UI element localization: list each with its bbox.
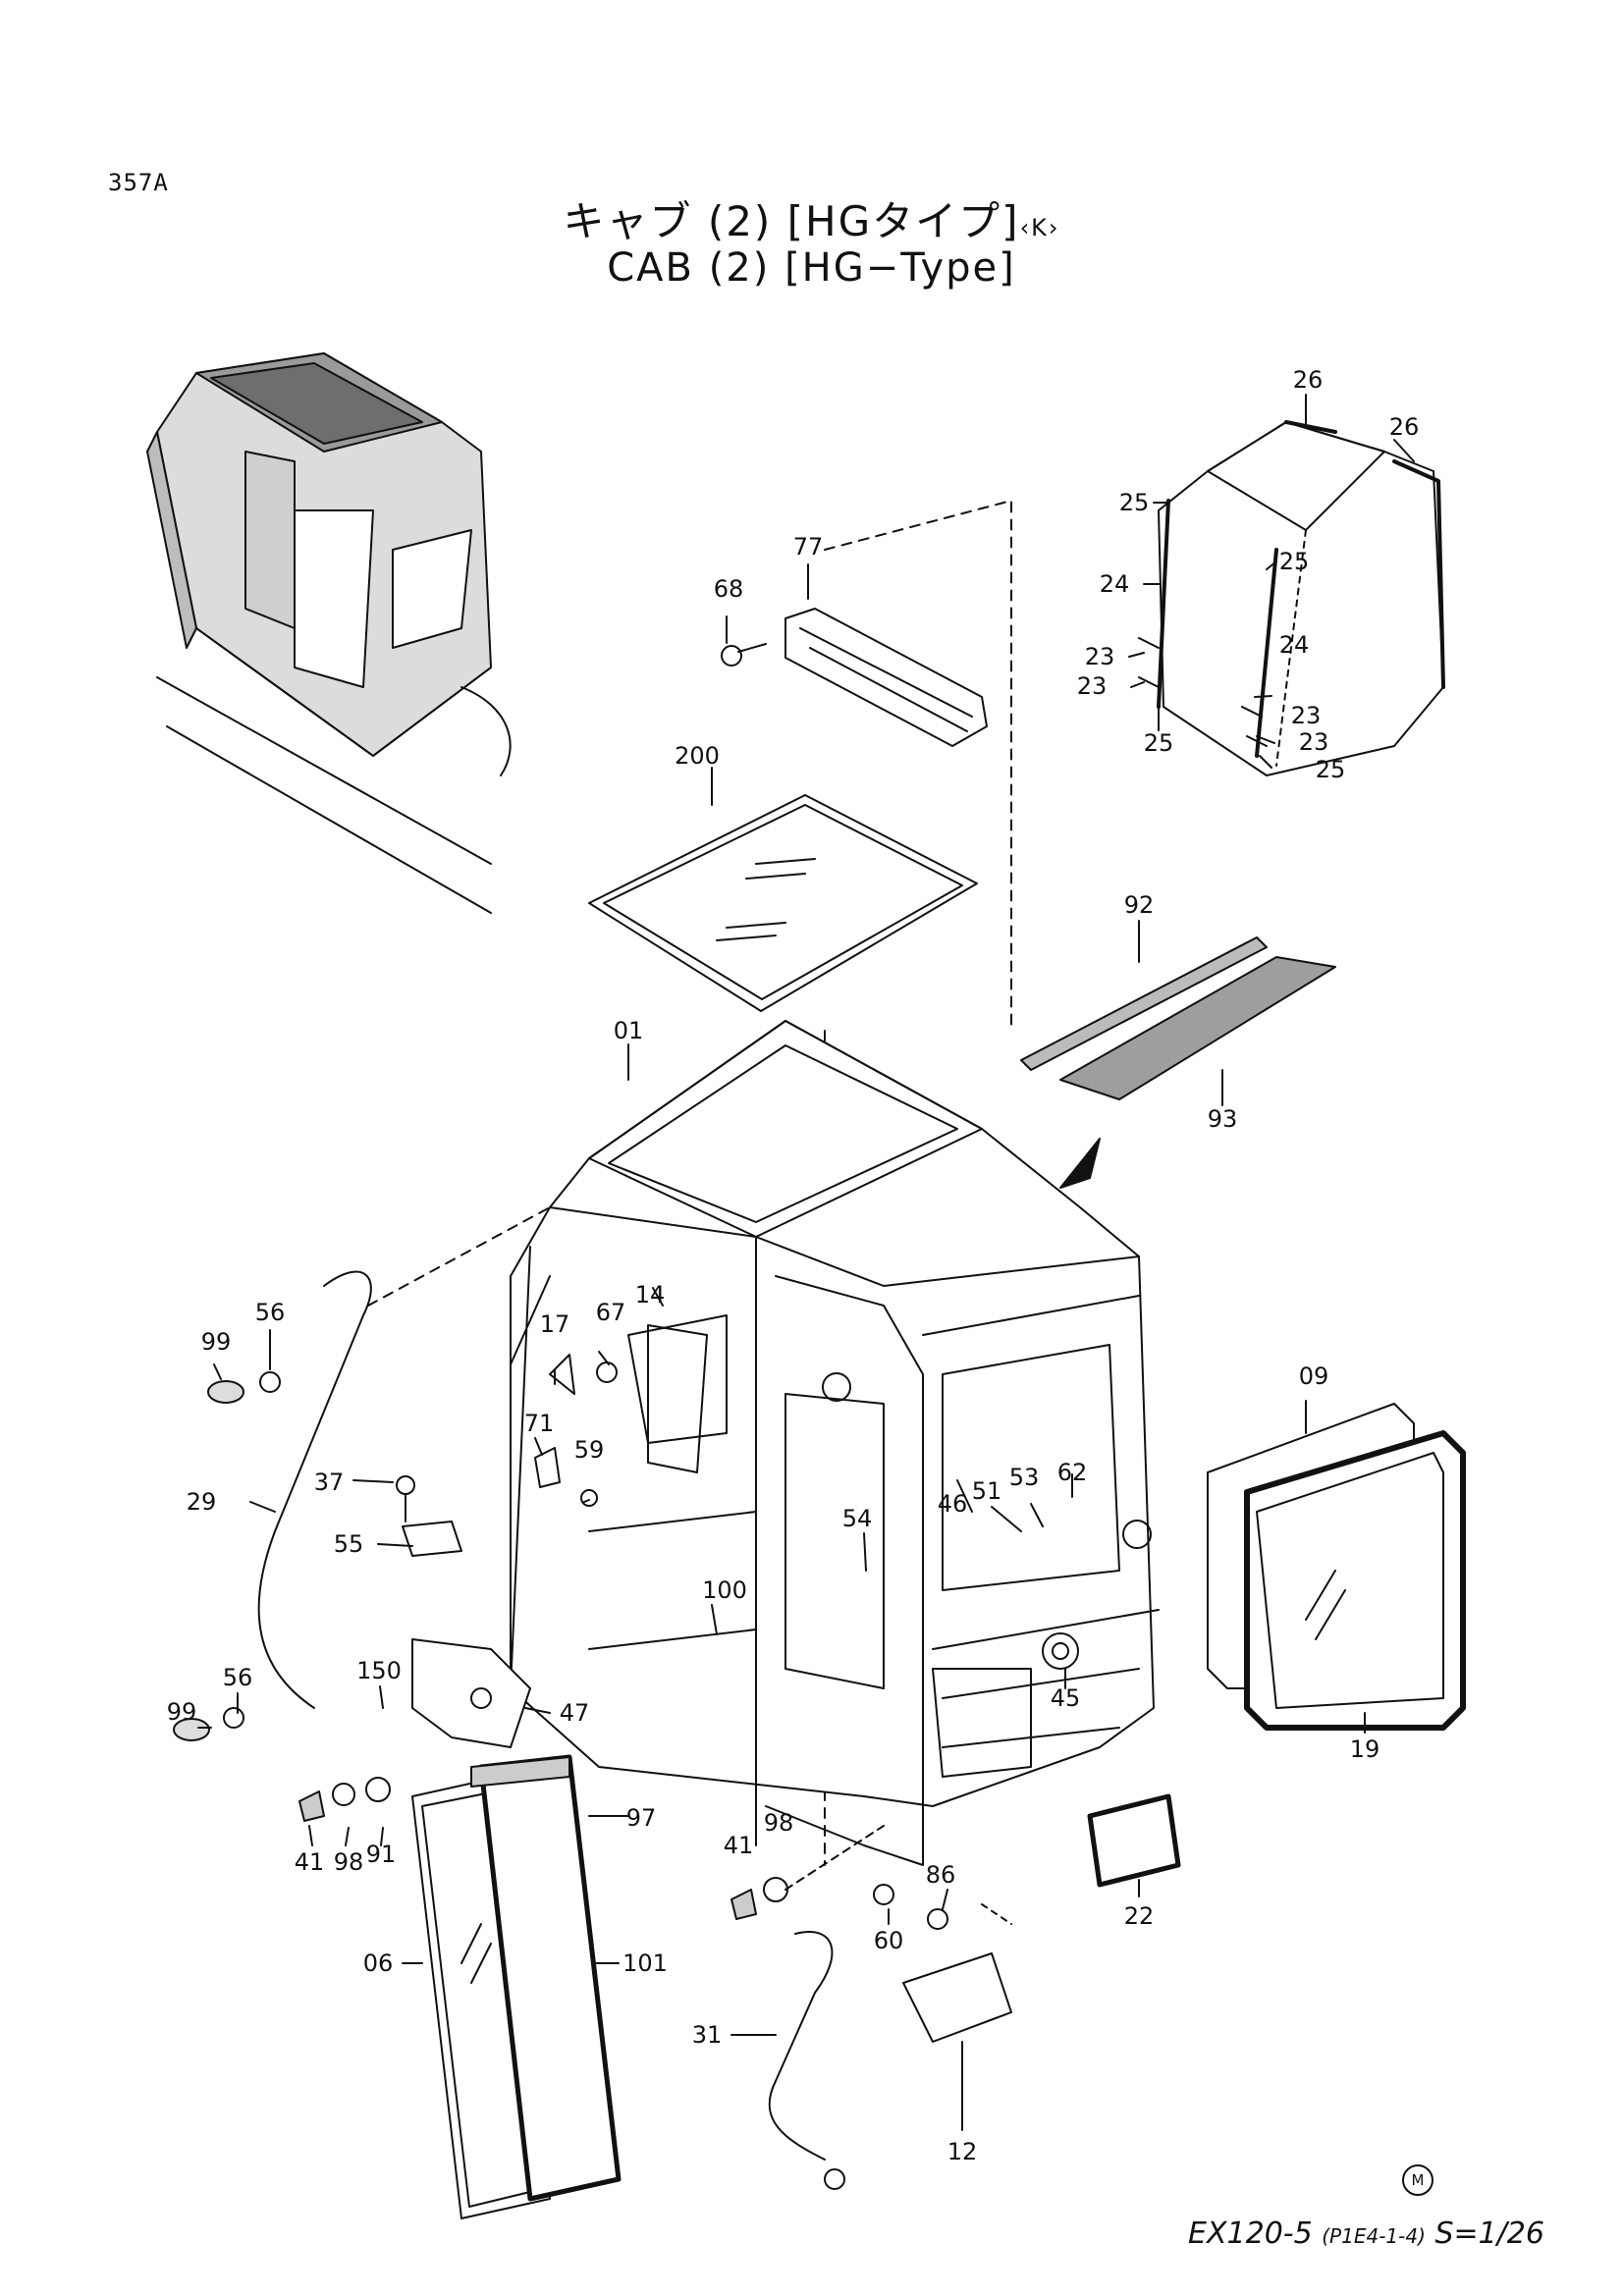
part-12-cover <box>902 1952 1012 2043</box>
callout-22: 22 <box>1124 1902 1155 1930</box>
callout-19: 19 <box>1350 1735 1380 1763</box>
callout-56: 56 <box>255 1299 286 1326</box>
callout-55: 55 <box>334 1530 364 1558</box>
callout-98: 98 <box>764 1809 794 1837</box>
callout-25: 25 <box>1119 489 1150 516</box>
callout-51: 51 <box>972 1477 1002 1505</box>
title-english: CAB (2) [HG−Type] <box>607 245 1016 291</box>
cab-film-set-illustration <box>1138 420 1445 776</box>
callout-99: 99 <box>167 1698 197 1726</box>
callout-100: 100 <box>702 1576 747 1604</box>
footer-ref: (P1E4-1-4) <box>1322 2224 1426 2248</box>
callout-24: 24 <box>1100 570 1130 598</box>
part-77-cover <box>721 608 988 747</box>
callout-60: 60 <box>874 1927 904 1954</box>
callout-25: 25 <box>1316 756 1346 783</box>
callout-200: 200 <box>675 742 720 770</box>
callout-92: 92 <box>1124 891 1155 919</box>
part-09-19-side-window <box>1207 1403 1466 1731</box>
callout-23: 23 <box>1299 728 1329 756</box>
callout-71: 71 <box>524 1410 555 1437</box>
callout-23: 23 <box>1085 643 1115 670</box>
callout-23: 23 <box>1077 672 1108 700</box>
callout-67: 67 <box>596 1299 626 1326</box>
callout-46: 46 <box>938 1490 968 1518</box>
callout-54: 54 <box>842 1505 873 1532</box>
callout-41: 41 <box>295 1848 325 1876</box>
callout-93: 93 <box>1208 1105 1238 1133</box>
callout-09: 09 <box>1299 1362 1329 1390</box>
callout-99: 99 <box>201 1328 232 1356</box>
callout-45: 45 <box>1051 1684 1081 1712</box>
part-31-handrail <box>768 1931 834 2161</box>
callout-26: 26 <box>1389 413 1420 441</box>
callout-26: 26 <box>1293 366 1324 394</box>
callout-97: 97 <box>626 1804 657 1832</box>
footer-reference: EX120-5 (P1E4-1-4) S=1/26 <box>1188 2216 1544 2251</box>
part-200-roof-glass <box>588 794 978 1012</box>
callout-12: 12 <box>947 2138 978 2165</box>
maker-mark: M <box>1402 2164 1434 2196</box>
callout-77: 77 <box>793 533 824 561</box>
callout-06: 06 <box>363 1949 394 1977</box>
footer-scale: S=1/26 <box>1434 2216 1544 2251</box>
callout-53: 53 <box>1009 1464 1040 1491</box>
callout-25: 25 <box>1144 729 1174 757</box>
footer-model: EX120-5 <box>1188 2216 1313 2251</box>
callout-47: 47 <box>560 1699 590 1727</box>
callout-25: 25 <box>1279 548 1310 575</box>
title-japanese-text: キャブ (2) [HGタイプ] <box>563 197 1020 245</box>
callout-86: 86 <box>926 1861 956 1889</box>
callout-37: 37 <box>314 1468 345 1496</box>
title-japanese-suffix: ‹K› <box>1019 214 1060 241</box>
callout-01: 01 <box>614 1017 644 1044</box>
part-01-cab-body <box>510 1020 1160 1866</box>
callout-24: 24 <box>1279 631 1310 659</box>
part-22-seal <box>1087 1793 1181 1888</box>
cab-overview-illustration <box>146 352 512 914</box>
callout-98: 98 <box>334 1848 364 1876</box>
callout-91: 91 <box>366 1841 397 1868</box>
page-code: 357A <box>108 169 169 196</box>
callout-62: 62 <box>1057 1459 1088 1486</box>
callout-23: 23 <box>1291 702 1322 729</box>
callout-17: 17 <box>540 1310 570 1338</box>
callout-41: 41 <box>724 1832 754 1859</box>
callout-68: 68 <box>714 575 744 603</box>
callout-31: 31 <box>692 2021 723 2049</box>
callout-101: 101 <box>622 1949 668 1977</box>
part-06-101-door-glass <box>411 1754 622 2219</box>
callout-59: 59 <box>574 1436 605 1464</box>
callout-150: 150 <box>356 1657 402 1684</box>
callout-14: 14 <box>635 1281 666 1308</box>
part-29-handrail <box>257 1270 372 1709</box>
callout-56: 56 <box>223 1664 253 1691</box>
callout-29: 29 <box>187 1488 217 1516</box>
part-92-93-visor <box>1020 936 1336 1189</box>
title-japanese: キャブ (2) [HGタイプ]‹K› <box>0 188 1623 248</box>
